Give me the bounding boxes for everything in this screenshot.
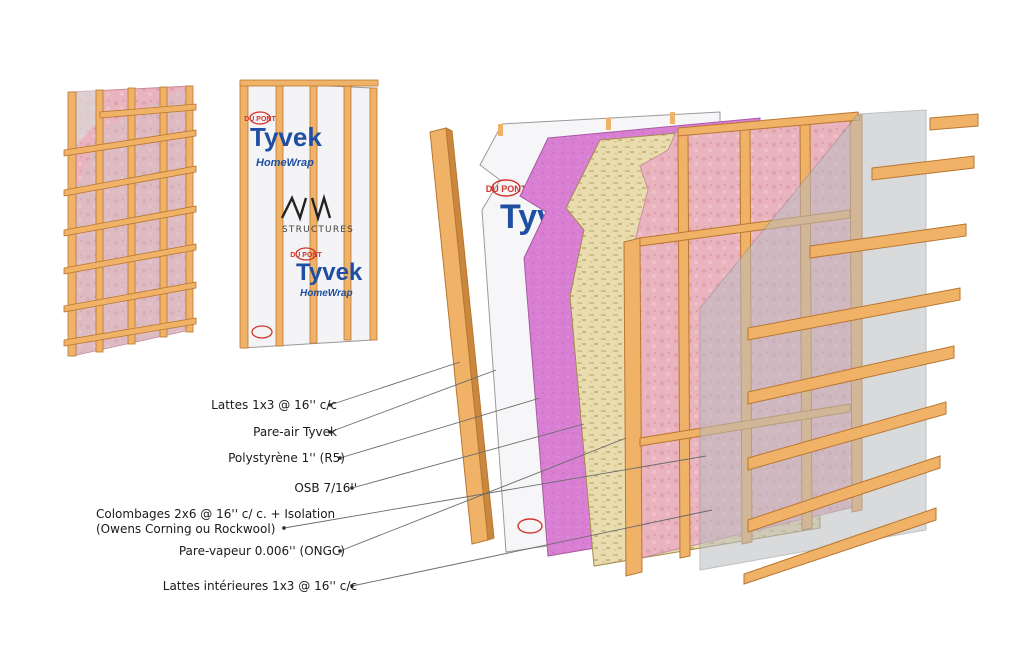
leader-vapor-barrier	[339, 437, 627, 552]
label-vapor-barrier: Pare-vapeur 0.006'' (ONGC)	[178, 544, 345, 558]
tyvek-word-top: Tyvek	[250, 122, 322, 152]
label-air-barrier: Pare-air Tyvek	[253, 425, 337, 439]
dupont-logo-top: DU PONT	[244, 116, 276, 123]
leader-furring-exterior	[329, 361, 461, 406]
label-studs-insulation: Colombages 2x6 @ 16'' c/ c. + Isolation …	[96, 507, 336, 536]
interior-furring-strips	[743, 113, 979, 585]
label-osb: OSB 7/16''	[294, 481, 357, 495]
svg-text:STRUCTURES: STRUCTURES	[282, 225, 354, 235]
tyvek-word-mid: Tyvek	[296, 259, 363, 286]
leader-osb	[351, 423, 585, 489]
small-panel-tyvek-wrap: DU PONT Tyvek HomeWrap STRUCTURES DU PON…	[239, 79, 379, 349]
homewrap-word-mid: HomeWrap	[300, 288, 353, 299]
homewrap-word-top: HomeWrap	[256, 157, 314, 169]
dupont-logo-sheet: DU PONT	[486, 184, 527, 194]
dupont-logo-mid: DU PONT	[290, 252, 322, 259]
exterior-furring-strip	[429, 127, 495, 545]
label-furring-exterior: Lattes 1x3 @ 16'' c/c	[211, 398, 337, 412]
leader-polystyrene	[339, 397, 541, 459]
leader-air-barrier	[329, 369, 497, 433]
small-panel-framing-insulation	[63, 85, 197, 357]
label-furring-interior: Lattes intérieures 1x3 @ 16'' c/c	[162, 579, 357, 593]
leader-studs	[283, 455, 707, 529]
label-polystyrene: Polystyrène 1'' (R5)	[228, 451, 345, 465]
structures-logo: STRUCTURES	[280, 193, 354, 235]
leader-furring-interior	[351, 509, 713, 587]
leader-lines	[281, 361, 713, 589]
